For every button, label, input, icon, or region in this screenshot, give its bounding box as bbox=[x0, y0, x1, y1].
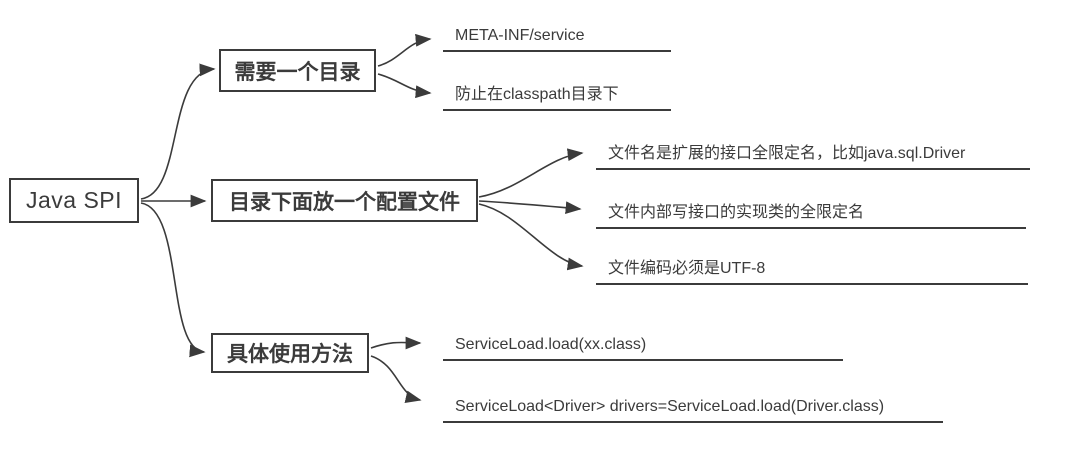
connector-branch2-to-leaf2 bbox=[478, 200, 582, 215]
connector-branch1-to-leaf1 bbox=[377, 33, 432, 67]
branch-topic-usage[interactable]: 具体使用方法 bbox=[211, 333, 369, 373]
leaf-topic-label: ServiceLoad<Driver> drivers=ServiceLoad.… bbox=[455, 398, 885, 415]
leaf-topic-impl-class-fqn[interactable]: 文件内部写接口的实现类的全限定名 bbox=[596, 201, 1026, 229]
leaf-topic-filename-fqn[interactable]: 文件名是扩展的接口全限定名，比如java.sql.Driver bbox=[596, 142, 1030, 170]
connector-branch2-to-leaf1 bbox=[478, 148, 584, 198]
leaf-topic-utf8-encoding[interactable]: 文件编码必须是UTF-8 bbox=[596, 257, 1028, 285]
branch-topic-directory[interactable]: 需要一个目录 bbox=[219, 49, 376, 92]
root-topic-java-spi[interactable]: Java SPI bbox=[9, 178, 139, 223]
leaf-topic-label: ServiceLoad.load(xx.class) bbox=[455, 336, 647, 353]
connector-branch3-to-leaf2 bbox=[370, 355, 422, 404]
leaf-topic-label: META-INF/service bbox=[455, 27, 585, 44]
leaf-topic-label: 文件编码必须是UTF-8 bbox=[608, 260, 766, 277]
leaf-topic-label: 文件内部写接口的实现类的全限定名 bbox=[608, 204, 865, 221]
branch-topic-label: 具体使用方法 bbox=[227, 343, 353, 366]
connector-branch1-to-leaf2 bbox=[377, 73, 432, 99]
leaf-topic-label: 防止在classpath目录下 bbox=[455, 86, 619, 103]
branch-topic-config-file[interactable]: 目录下面放一个配置文件 bbox=[211, 179, 478, 222]
leaf-topic-serviceload-driver[interactable]: ServiceLoad<Driver> drivers=ServiceLoad.… bbox=[443, 395, 943, 423]
branch-topic-label: 需要一个目录 bbox=[234, 60, 361, 84]
connector-root-to-branch1 bbox=[140, 63, 216, 200]
leaf-topic-classpath-dir[interactable]: 防止在classpath目录下 bbox=[443, 83, 671, 111]
leaf-topic-label: 文件名是扩展的接口全限定名，比如java.sql.Driver bbox=[608, 145, 966, 162]
connector-root-to-branch3 bbox=[140, 202, 206, 358]
branch-topic-label: 目录下面放一个配置文件 bbox=[229, 190, 460, 214]
leaf-topic-meta-inf-service[interactable]: META-INF/service bbox=[443, 24, 671, 52]
connector-branch2-to-leaf3 bbox=[478, 203, 584, 271]
connector-branch3-to-leaf1 bbox=[370, 336, 422, 350]
leaf-topic-serviceload-load[interactable]: ServiceLoad.load(xx.class) bbox=[443, 333, 843, 361]
root-topic-label: Java SPI bbox=[25, 187, 123, 213]
